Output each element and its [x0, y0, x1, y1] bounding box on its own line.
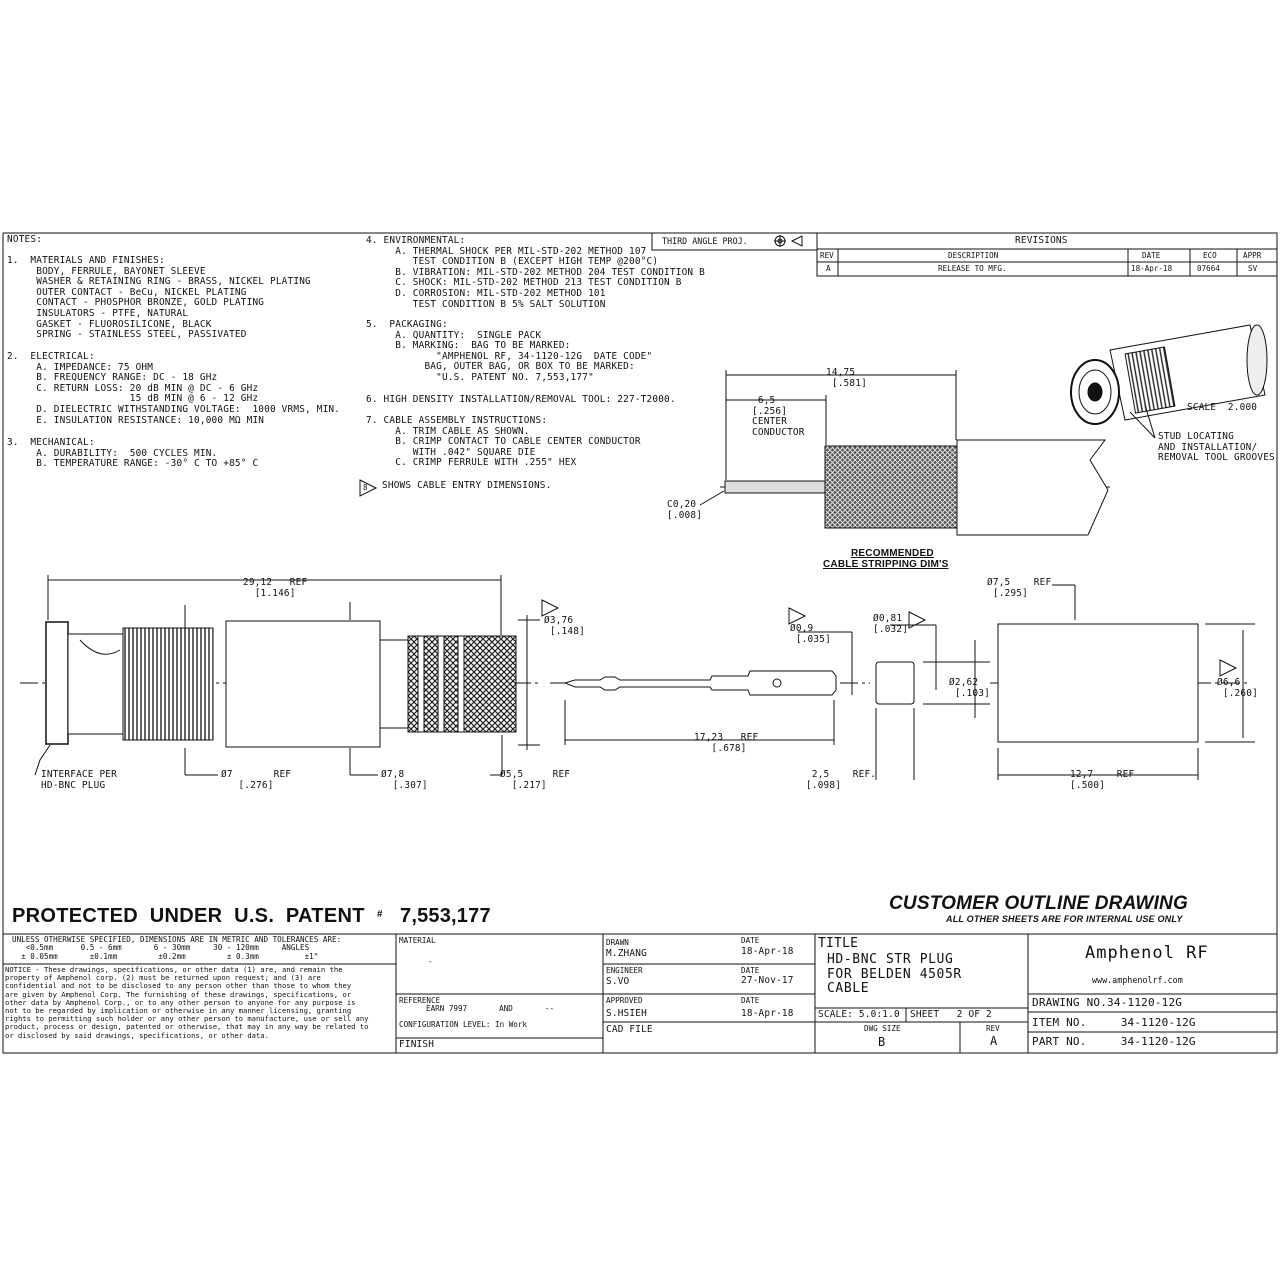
rev-value: A — [990, 1034, 998, 1048]
title-block-grid — [3, 933, 1277, 1053]
patent-number: 7,553,177 — [400, 905, 491, 927]
flag-number: 8 — [363, 483, 368, 492]
third-angle-projection: THIRD ANGLE PROJ. — [662, 236, 748, 246]
connector-iso-view — [1070, 324, 1268, 439]
rev-header-appr: APPR — [1243, 251, 1262, 260]
engineer-date: 27-Nov-17 — [741, 975, 794, 986]
sheet-count: SHEET 2 OF 2 — [910, 1009, 992, 1020]
rev-row-description: RELEASE TO MFG. — [938, 264, 1007, 273]
engineer-label: ENGINEER — [606, 966, 643, 975]
rev-header-description: DESCRIPTION — [948, 251, 999, 260]
dim-17-23: 17,23 REF [.678] — [694, 732, 759, 754]
rev-header-rev: REV — [820, 251, 834, 260]
title-label: TITLE — [818, 936, 859, 951]
drawn-date: 18-Apr-18 — [741, 946, 794, 957]
note-materials: 1. MATERIALS AND FINISHES: BODY, FERRULE… — [7, 255, 311, 341]
note-mechanical: 3. MECHANICAL: A. DURABILITY: 500 CYCLES… — [7, 437, 259, 470]
insulator-view — [875, 624, 990, 780]
patent-text: PROTECTED UNDER U.S. PATENT — [12, 905, 365, 927]
notice-block: NOTICE - These drawings, specifications,… — [5, 965, 369, 1040]
customer-outline-subtitle: ALL OTHER SHEETS ARE FOR INTERNAL USE ON… — [946, 914, 1183, 924]
dim-c0-20: C0,20 [.008] — [667, 499, 703, 521]
notes-header: NOTES: — [7, 234, 43, 245]
note-environmental: 4. ENVIRONMENTAL: A. THERMAL SHOCK PER M… — [366, 235, 705, 310]
cable-stripping-view — [699, 370, 1110, 536]
interface-note: INTERFACE PER HD-BNC PLUG — [41, 769, 117, 791]
rev-row-date: 18-Apr-18 — [1131, 264, 1173, 273]
dim-7-8: Ø7,8 [.307] — [381, 769, 428, 791]
strip-title-1: RECOMMENDED — [851, 548, 934, 559]
rev-row-eco: 07664 — [1197, 264, 1220, 273]
contact-view — [550, 631, 870, 745]
scale-ratio: SCALE: 5.0:1.0 — [818, 1009, 900, 1020]
engineer-date-label: DATE — [741, 966, 760, 975]
revisions-title: REVISIONS — [1015, 235, 1068, 246]
revisions-table — [816, 232, 1278, 277]
dim-7: Ø7 REF [.276] — [221, 769, 292, 791]
dwg-size: B — [878, 1035, 886, 1049]
drawn-label: DRAWN — [606, 938, 629, 947]
finish-label: FINISH — [399, 1039, 435, 1050]
note-cable-assembly: 7. CABLE ASSEMBLY INSTRUCTIONS: A. TRIM … — [366, 415, 641, 469]
dwg-size-label: DWG SIZE — [864, 1024, 901, 1033]
approved-date: 18-Apr-18 — [741, 1008, 794, 1019]
stud-note: STUD LOCATING AND INSTALLATION/ REMOVAL … — [1158, 431, 1275, 464]
strip-title-2: CABLE STRIPPING DIM'S — [823, 559, 949, 570]
ferrule-view — [990, 584, 1255, 780]
rev-header-date: DATE — [1142, 251, 1161, 260]
sheet-border — [2, 232, 1278, 1054]
approved-name: S.HSIEH — [606, 1008, 647, 1019]
rev-label: REV — [986, 1024, 1000, 1033]
dim-0-9: Ø0,9 [.035] — [790, 623, 831, 645]
scale-label: SCALE 2.000 — [1187, 402, 1258, 413]
dim-2-5: 2,5 REF. [.098] — [806, 769, 877, 791]
note-tool: 6. HIGH DENSITY INSTALLATION/REMOVAL TOO… — [366, 394, 676, 405]
dim-14-75: 14,75 [.581] — [826, 367, 867, 389]
dim-0-81: Ø0,81 [.032] — [873, 613, 909, 635]
approved-label: APPROVED — [606, 996, 643, 1005]
cad-file-label: CAD FILE — [606, 1024, 653, 1035]
dim-29-12: 29,12 REF [1.146] — [243, 577, 308, 599]
drawing-number: DRAWING NO.34-1120-12G — [1032, 996, 1183, 1009]
rev-row-rev: A — [826, 264, 831, 273]
rev-row-appr: SV — [1248, 264, 1258, 273]
reference-value: EARN 7997 AND -- — [426, 1004, 555, 1013]
flag-note: SHOWS CABLE ENTRY DIMENSIONS. — [382, 480, 552, 491]
drawn-date-label: DATE — [741, 936, 760, 945]
company-name: Amphenol RF — [1085, 943, 1209, 963]
drawn-name: M.ZHANG — [606, 948, 647, 959]
dim-2-62: Ø2,62 [.103] — [949, 677, 990, 699]
customer-outline-title: CUSTOMER OUTLINE DRAWING — [889, 893, 1188, 914]
patent-hash: # — [377, 909, 383, 920]
tolerance-block: UNLESS OTHERWISE SPECIFIED, DIMENSIONS A… — [12, 935, 342, 961]
dim-6-5: 6,5 [.256] CENTER CONDUCTOR — [752, 395, 805, 438]
company-website: www.amphenolrf.com — [1092, 975, 1183, 985]
dim-3-76: Ø3,76 [.148] — [544, 615, 585, 637]
dim-12-7: 12,7 REF [.500] — [1070, 769, 1135, 791]
rev-header-eco: ECO — [1203, 251, 1217, 260]
part-number: PART NO. 34-1120-12G — [1032, 1035, 1196, 1048]
connector-side-view — [20, 575, 540, 776]
approved-date-label: DATE — [741, 996, 760, 1005]
title-text: HD-BNC STR PLUG FOR BELDEN 4505R CABLE — [827, 952, 962, 996]
configuration-level: CONFIGURATION LEVEL: In Work — [399, 1020, 528, 1029]
note-electrical: 2. ELECTRICAL: A. IMPEDANCE: 75 OHM B. F… — [7, 351, 341, 426]
dim-7-5: Ø7,5 REF [.295] — [987, 577, 1052, 599]
engineer-name: S.VO — [606, 976, 630, 987]
dim-5-5: Ø5,5 REF [.217] — [500, 769, 571, 791]
material-value: - — [428, 957, 433, 966]
material-label: MATERIAL — [399, 936, 436, 945]
reference-label: REFERENCE — [399, 996, 441, 1005]
item-number: ITEM NO. 34-1120-12G — [1032, 1016, 1196, 1029]
dim-6-6: Ø6,6 [.260] — [1217, 677, 1258, 699]
note-packaging: 5. PACKAGING: A. QUANTITY: SINGLE PACK B… — [366, 319, 653, 383]
